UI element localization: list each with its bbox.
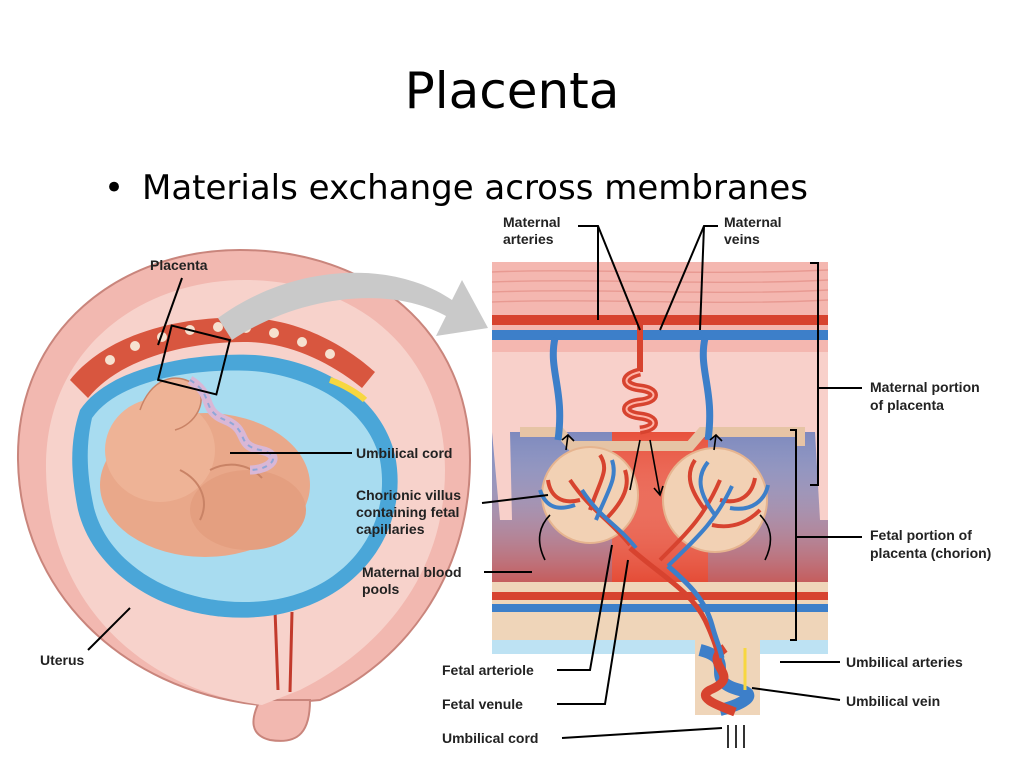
slide-title: Placenta — [404, 62, 620, 120]
bullet-point: • Materials exchange across membranes — [104, 168, 808, 208]
label-fetal-portion-line2: placenta (chorion) — [870, 545, 991, 561]
label-maternal-portion-line2: of placenta — [870, 397, 944, 413]
label-umbilical-vein: Umbilical vein — [846, 693, 940, 709]
label-fetal-venule: Fetal venule — [442, 696, 523, 712]
inset-box — [156, 324, 232, 396]
label-maternal-blood-line1: Maternal blood — [362, 564, 462, 580]
label-fetal-portion-line1: Fetal portion of — [870, 527, 972, 543]
label-maternal-arteries-line1: Maternal — [503, 214, 561, 230]
bullet-dot-icon: • — [104, 168, 125, 208]
placenta-cross-section — [491, 262, 862, 748]
label-placenta: Placenta — [150, 257, 208, 273]
bullet-text: Materials exchange across membranes — [142, 168, 808, 208]
label-umbilical-cord-bottom: Umbilical cord — [442, 730, 538, 746]
label-chorionic-villus-line2: containing fetal — [356, 504, 459, 520]
label-uterus: Uterus — [40, 652, 85, 668]
label-maternal-veins-line2: veins — [724, 231, 760, 247]
label-umbilical-cord-left: Umbilical cord — [356, 445, 452, 461]
label-chorionic-villus-line1: Chorionic villus — [356, 487, 461, 503]
label-maternal-arteries-line2: arteries — [503, 231, 554, 247]
label-maternal-blood-line2: pools — [362, 581, 400, 597]
label-umbilical-arteries: Umbilical arteries — [846, 654, 963, 670]
uterus-illustration — [16, 248, 472, 742]
label-fetal-arteriole: Fetal arteriole — [442, 662, 534, 678]
chorionic-villus-left — [538, 446, 639, 550]
chorionic-villus-right — [658, 447, 770, 568]
leader-lines — [87, 225, 841, 739]
label-maternal-portion-line1: Maternal portion — [870, 379, 980, 395]
zoom-arrow-icon — [218, 272, 488, 340]
label-maternal-veins-line1: Maternal — [724, 214, 782, 230]
label-chorionic-villus-line3: capillaries — [356, 521, 425, 537]
